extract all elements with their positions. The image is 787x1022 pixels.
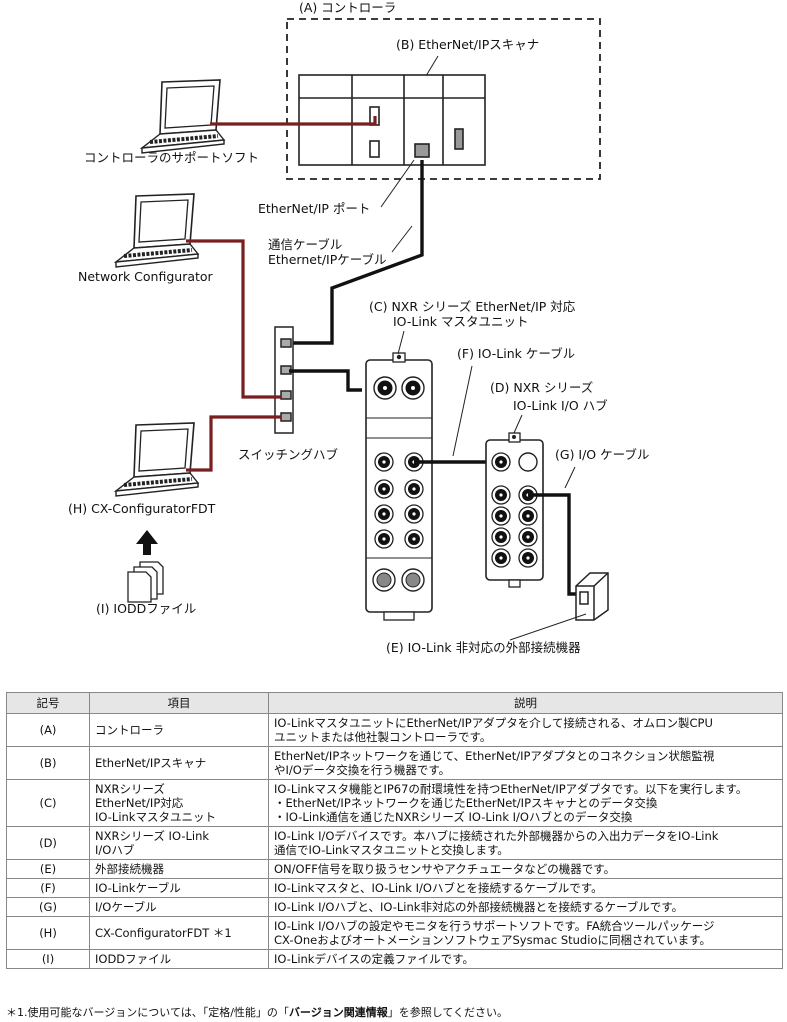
header-description: 説明 xyxy=(268,692,783,714)
row-description: IO-LinkマスタユニットにEtherNet/IPアダプタを介して接続される、… xyxy=(268,713,783,747)
footnote-bold-link: バージョン関連情報 xyxy=(288,1006,388,1019)
external-device xyxy=(575,572,609,621)
row-description: ON/OFF信号を取り扱うセンサやアクチュエータなどの機器です。 xyxy=(268,859,783,879)
row-description: IO-Linkマスタ機能とIP67の耐環境性を持つEtherNet/IPアダプタ… xyxy=(268,779,783,827)
row-code: (D) xyxy=(6,826,90,860)
row-description: IO-Linkデバイスの定義ファイルです。 xyxy=(268,949,783,969)
row-code: (C) xyxy=(6,779,90,827)
switching-hub xyxy=(274,326,294,434)
row-code: (H) xyxy=(6,916,90,950)
row-description: EtherNet/IPネットワークを通じて、EtherNet/IPアダプタとのコ… xyxy=(268,746,783,780)
row-code: (B) xyxy=(6,746,90,780)
row-description: IO-Link I/Oハブと、IO-Link非対応の外部接続機器とを接続するケー… xyxy=(268,897,783,917)
row-code: (A) xyxy=(6,713,90,747)
row-item: コントローラ xyxy=(89,713,269,747)
row-code: (I) xyxy=(6,949,90,969)
iodd-document-icon xyxy=(127,561,164,603)
header-item: 項目 xyxy=(89,692,269,714)
row-item: I/Oケーブル xyxy=(89,897,269,917)
header-code: 記号 xyxy=(6,692,90,714)
row-code: (F) xyxy=(6,878,90,898)
row-item: CX-ConfiguratorFDT ＊1 xyxy=(89,916,269,950)
row-item: NXRシリーズ EtherNet/IP対応 IO-Linkマスタユニット xyxy=(89,779,269,827)
label-controller: (A) コントローラ xyxy=(299,0,396,15)
controller-box xyxy=(286,18,601,180)
iolink-master-unit xyxy=(365,352,433,621)
label-hub-line1: (D) NXR シリーズ xyxy=(490,380,593,395)
table-header-row: 記号 項目 説明 xyxy=(6,692,783,714)
row-code: (G) xyxy=(6,897,90,917)
label-network-configurator: Network Configurator xyxy=(78,269,214,284)
label-master-line1: (C) NXR シリーズ EtherNet/IP 対応 xyxy=(369,299,576,314)
row-description: IO-Link I/Oハブの設定やモニタを行うサポートソフトです。FA統合ツール… xyxy=(268,916,783,950)
system-configuration-diagram: (A) コントローラ (B) EtherNet/IPスキャナ コントローラのサポ… xyxy=(68,0,649,655)
laptop-support-soft-icon xyxy=(140,78,226,155)
footnote: ＊1.使用可能なバージョンについては、「定格/性能」の「バージョン関連情報」を参… xyxy=(6,1004,508,1020)
row-item: IODDファイル xyxy=(89,949,269,969)
label-cable-line2: Ethernet/IPケーブル xyxy=(268,252,387,267)
row-item: IO-Linkケーブル xyxy=(89,878,269,898)
row-item: EtherNet/IPスキャナ xyxy=(89,746,269,780)
row-description: IO-Link I/Oデバイスです。本ハブに接続された外部機器からの入出力データ… xyxy=(268,826,783,860)
label-io-cable: (G) I/O ケーブル xyxy=(555,447,649,462)
laptop-cx-configurator-icon xyxy=(114,421,200,498)
arrow-up-icon xyxy=(136,530,158,555)
controller-rack xyxy=(298,74,486,166)
label-cable-line1: 通信ケーブル xyxy=(268,237,342,252)
iolink-io-hub xyxy=(485,432,544,588)
row-item: 外部接続機器 xyxy=(89,859,269,879)
laptop-network-configurator-icon xyxy=(114,192,200,269)
label-hub-line2: IO-Link I/O ハブ xyxy=(513,398,608,413)
footnote-suffix: 」を参照してください。 xyxy=(387,1006,509,1019)
row-code: (E) xyxy=(6,859,90,879)
label-external-device: (E) IO-Link 非対応の外部接続機器 xyxy=(386,640,581,655)
footnote-prefix: ＊1.使用可能なバージョンについては、「定格/性能」の「 xyxy=(6,1006,289,1019)
label-iodd-file: (I) IODDファイル xyxy=(96,601,196,616)
label-cx-configurator: (H) CX-ConfiguratorFDT xyxy=(68,501,216,516)
label-master-line2: IO-Link マスタユニット xyxy=(393,314,528,329)
label-support-soft: コントローラのサポートソフト xyxy=(84,150,259,165)
label-ethernet-port: EtherNet/IP ポート xyxy=(258,201,370,216)
label-scanner: (B) EtherNet/IPスキャナ xyxy=(396,37,539,52)
label-switching-hub: スイッチングハブ xyxy=(238,447,339,462)
label-iolink-cable: (F) IO-Link ケーブル xyxy=(457,346,575,361)
row-description: IO-Linkマスタと、IO-Link I/Oハブとを接続するケーブルです。 xyxy=(268,878,783,898)
row-item: NXRシリーズ IO-Link I/Oハブ xyxy=(89,826,269,860)
